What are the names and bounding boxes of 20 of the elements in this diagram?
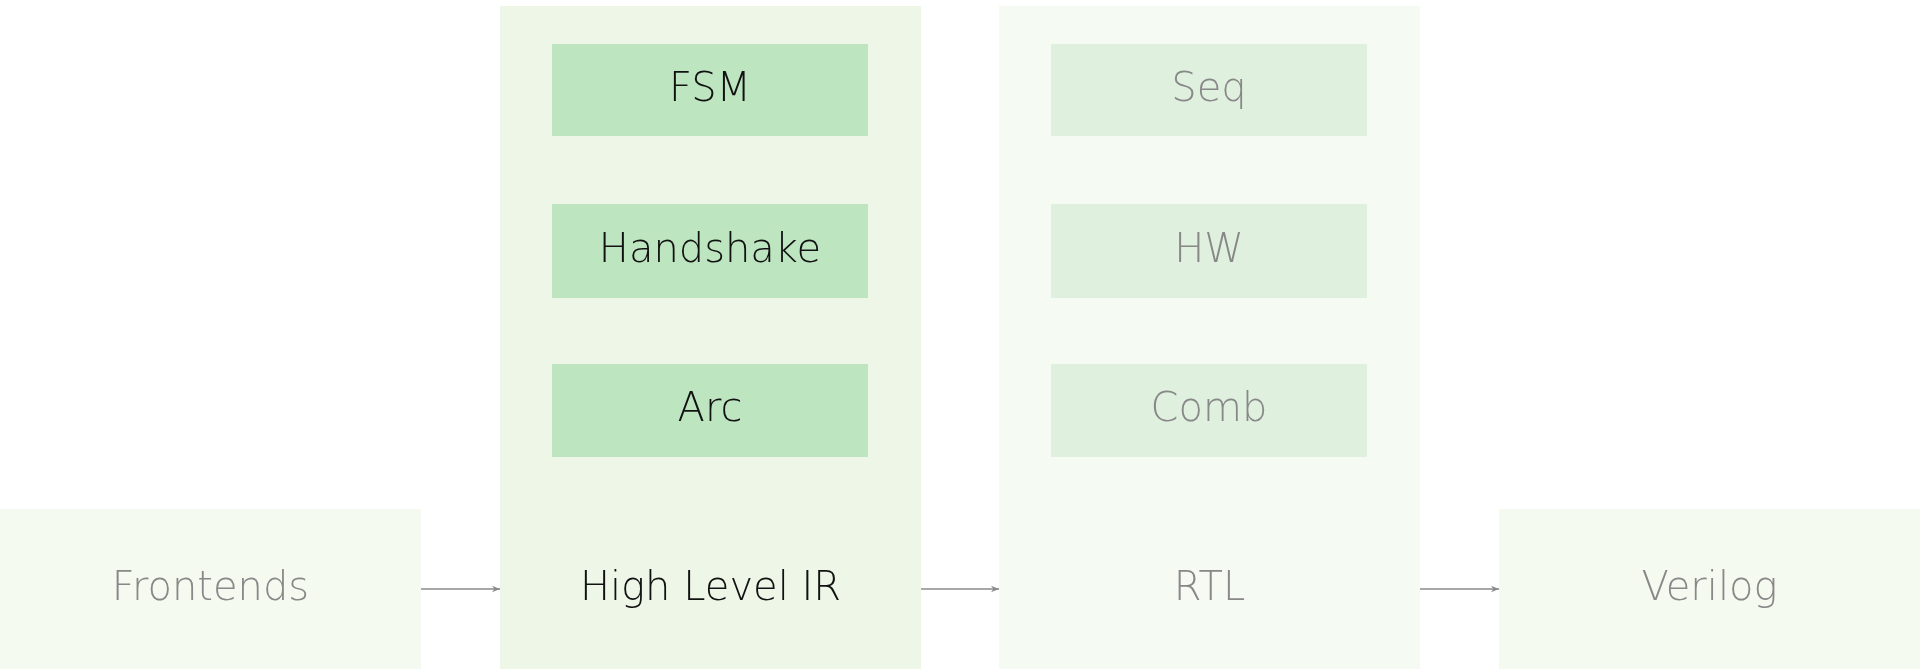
node-label: Seq: [1170, 64, 1248, 110]
pass-box: [552, 44, 868, 136]
node-label: High Level IR: [578, 563, 843, 609]
node-label: Comb: [1149, 384, 1269, 430]
stage-panel: [0, 509, 421, 669]
stage-panel: [500, 6, 921, 669]
node-label: Frontends: [110, 563, 311, 609]
arrow: [920, 585, 1000, 593]
pass-box: [552, 204, 868, 298]
arrow: [1419, 585, 1500, 593]
stage-panel: [999, 6, 1420, 669]
arrow: [420, 585, 501, 593]
node-label: FSM: [667, 64, 753, 110]
node-label: HW: [1173, 225, 1245, 271]
node-label: Handshake: [597, 225, 823, 271]
node-label: Arc: [676, 384, 744, 430]
pass-box: [552, 364, 868, 457]
node-label: Verilog: [1640, 563, 1779, 609]
node-label: RTL: [1172, 563, 1247, 609]
stage-panel: [1499, 509, 1920, 669]
